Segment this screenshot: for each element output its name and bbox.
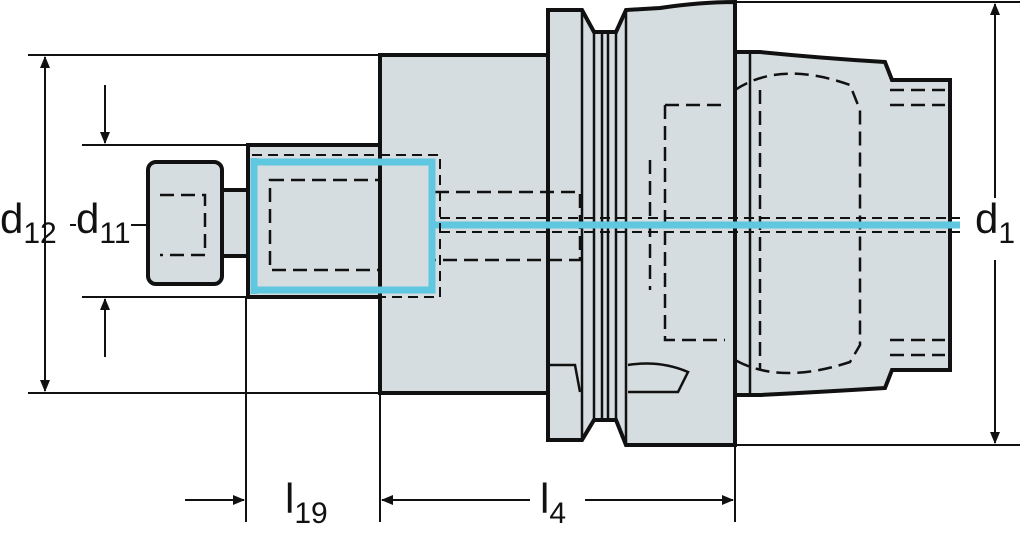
label-d12: d12: [0, 195, 57, 250]
label-l4: l4: [540, 475, 567, 530]
label-d11: d11: [76, 195, 131, 250]
label-l19: l19: [285, 475, 328, 530]
screw-head: [146, 160, 224, 286]
highlight-path: [250, 158, 960, 294]
dimension-lines: [28, 1, 1020, 522]
screw-neck: [218, 188, 250, 258]
adapter: [246, 143, 382, 299]
highlight-dashes: [252, 154, 960, 298]
label-d1: d1: [975, 195, 1016, 250]
